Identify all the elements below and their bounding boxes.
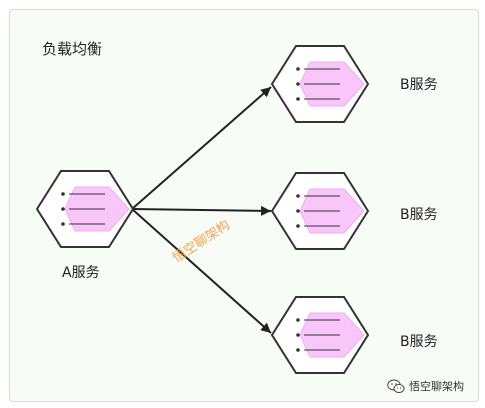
arrow-a-to-b2 — [131, 205, 272, 216]
service-b-node-2 — [270, 172, 370, 250]
brand-text: 悟空聊架构 — [409, 380, 464, 393]
arrow-a-to-b1 — [131, 86, 272, 210]
service-b-node-3 — [270, 296, 370, 374]
service-b-node-1 — [270, 45, 370, 123]
diagram-title: 负载均衡 — [42, 40, 103, 58]
wechat-icon — [387, 379, 405, 393]
service-b2-list-icon — [296, 194, 340, 228]
service-b1-label: B服务 — [400, 77, 438, 93]
service-a-node — [35, 170, 135, 248]
service-b1-list-icon — [296, 67, 340, 101]
service-a-label: A服务 — [62, 265, 100, 281]
service-a-list-icon — [61, 192, 105, 226]
service-b3-list-icon — [296, 318, 340, 352]
brand-badge: 悟空聊架构 — [387, 378, 464, 394]
service-b3-label: B服务 — [400, 334, 438, 350]
arrow-a-to-b3 — [131, 208, 272, 334]
service-b2-label: B服务 — [400, 207, 438, 223]
